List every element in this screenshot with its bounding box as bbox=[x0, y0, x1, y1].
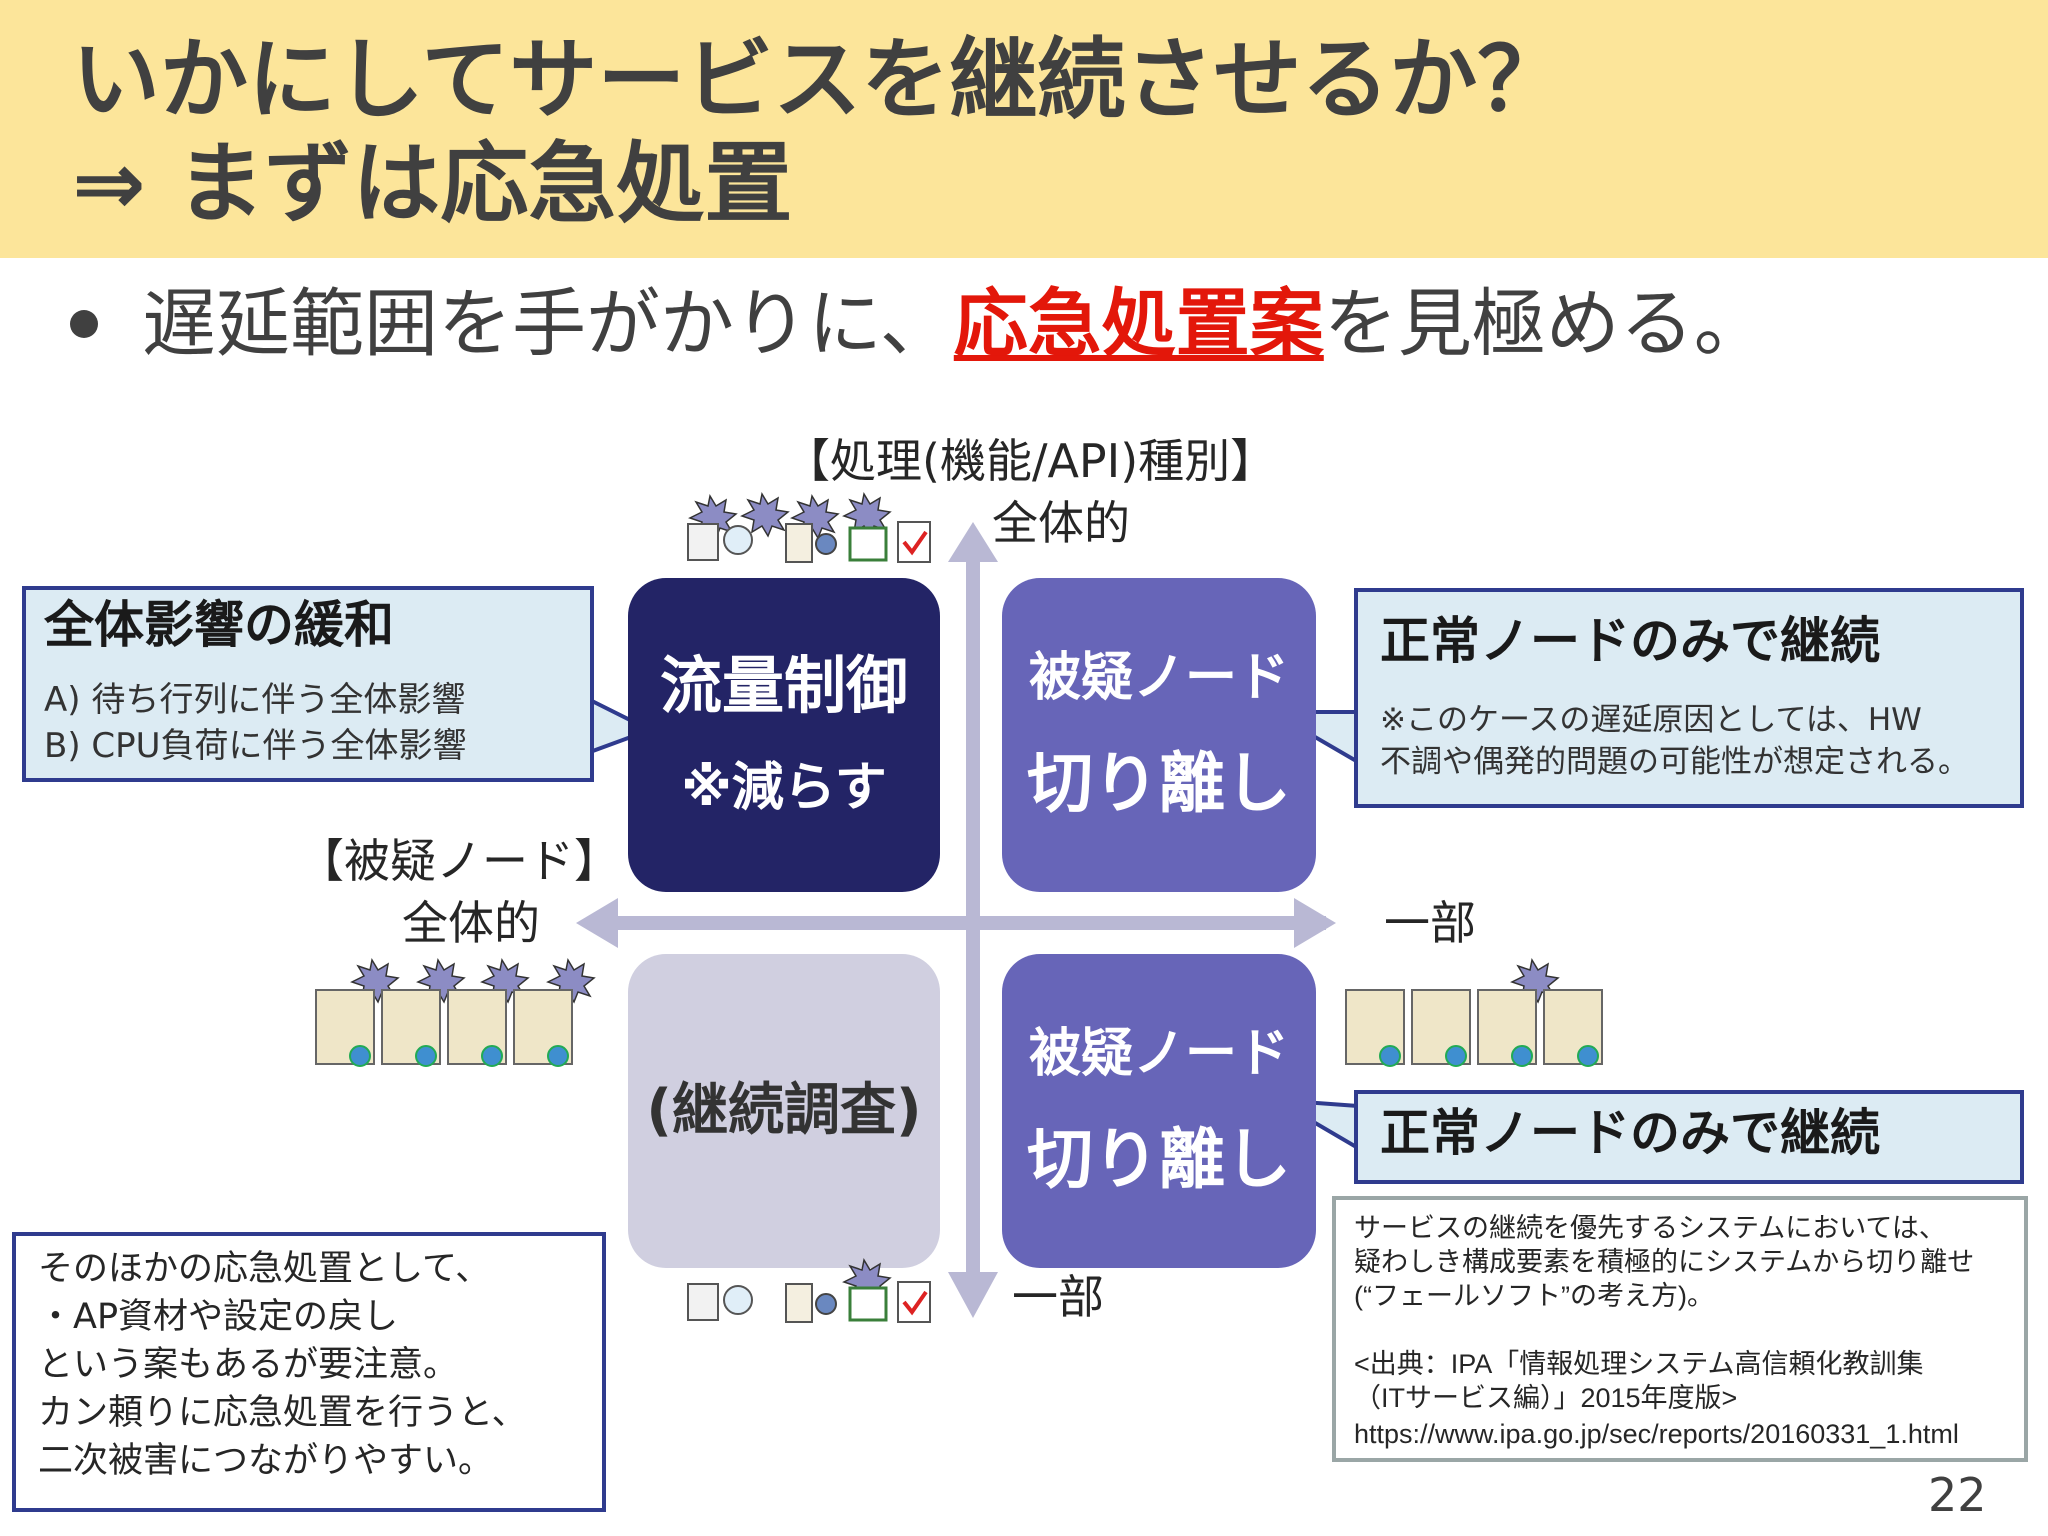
callout-right-top-title: 正常ノードのみで継続 bbox=[1380, 612, 1880, 670]
server-icons-partial-affected bbox=[1345, 957, 1603, 1067]
note-line-1: そのほかの応急処置として、 bbox=[38, 1249, 491, 1289]
burst-icon bbox=[688, 491, 892, 540]
globe-icon bbox=[1379, 1045, 1599, 1067]
source-line-6: （ITサービス編）」2015年度版> bbox=[1354, 1383, 1738, 1413]
vertical-axis-top-label: 全体的 bbox=[992, 496, 1130, 550]
document-icon bbox=[687, 1281, 931, 1323]
api-icons-partial-affected bbox=[687, 1257, 931, 1323]
vertical-axis-arrow-down bbox=[948, 1272, 998, 1318]
note-other-measures: そのほかの応急処置として、 ・AP資材や設定の戻し という案もあるが要注意。 カ… bbox=[12, 1232, 606, 1512]
callout-right-bottom-title: 正常ノードのみで継続 bbox=[1380, 1104, 1880, 1162]
bullet-point: 遅延範囲を手がかりに、応急処置案を見極める。 bbox=[70, 280, 1768, 369]
quadrant-br-title: 被疑ノード bbox=[1028, 1023, 1289, 1084]
callout-left-line-2: B) CPU負荷に伴う全体影響 bbox=[44, 726, 467, 766]
bullet-highlight: 応急処置案 bbox=[953, 281, 1324, 367]
quadrant-tl-title: 流量制御 bbox=[659, 649, 908, 723]
source-line-5: <出典：IPA「情報処理システム高信頼化教訓集 bbox=[1354, 1349, 1924, 1379]
horizontal-axis-arrow-left bbox=[576, 898, 618, 948]
vertical-axis-arrow-up bbox=[948, 522, 998, 562]
note-line-5: 二次被害につながりやすい。 bbox=[38, 1441, 494, 1481]
document-icon bbox=[687, 521, 931, 563]
note-line-2: ・AP資材や設定の戻し bbox=[38, 1297, 399, 1337]
horizontal-axis-arrow-right bbox=[1294, 898, 1336, 948]
quadrant-br-subtitle: 切り離し bbox=[1027, 1120, 1291, 1198]
callout-global-impact: 全体影響の緩和 A) 待ち行列に伴う全体影響 B) CPU負荷に伴う全体影響 bbox=[22, 586, 594, 782]
quadrant-tl-subtitle: ※減らす bbox=[681, 757, 887, 818]
server-icons-all-affected bbox=[315, 957, 596, 1067]
bullet-dot-icon bbox=[70, 310, 98, 339]
page-number: 22 bbox=[1928, 1468, 1987, 1522]
note-line-3: という案もあるが要注意。 bbox=[38, 1345, 459, 1385]
horizontal-axis-line bbox=[616, 916, 1326, 930]
horizontal-axis-left-label: 全体的 bbox=[402, 896, 540, 950]
slide-title-line-2: ⇒ まずは応急処置 bbox=[72, 132, 793, 235]
callout-right-top-line-1: ※このケースの遅延原因としては、HW bbox=[1380, 702, 1922, 738]
quadrant-bl-title: (継続調査) bbox=[646, 1077, 922, 1143]
quadrant-isolate-node-bottom: 被疑ノード 切り離し bbox=[1002, 954, 1316, 1268]
note-line-4: カン頼りに応急処置を行うと、 bbox=[38, 1393, 527, 1433]
quadrant-flow-control: 流量制御 ※減らす bbox=[628, 578, 940, 892]
globe-icon bbox=[349, 1045, 569, 1067]
bullet-text-after: を見極める。 bbox=[1323, 281, 1768, 367]
vertical-axis-bottom-label: 一部 bbox=[1012, 1270, 1104, 1324]
source-line-1: サービスの継続を優先するシステムにおいては、 bbox=[1354, 1213, 1946, 1243]
callout-right-top-line-2: 不調や偶発的問題の可能性が想定される。 bbox=[1380, 744, 1969, 780]
horizontal-axis-title: 【被疑ノード】 bbox=[298, 834, 620, 888]
api-icons-all-affected bbox=[687, 491, 931, 563]
slide-title-line-1: いかにしてサービスを継続させるか？ bbox=[72, 28, 1566, 131]
quadrant-tr-subtitle: 切り離し bbox=[1027, 744, 1291, 822]
callout-left-line-1: A) 待ち行列に伴う全体影響 bbox=[44, 680, 466, 720]
quadrant-isolate-node-top: 被疑ノード 切り離し bbox=[1002, 578, 1316, 892]
quadrant-continue-investigation: (継続調査) bbox=[628, 954, 940, 1268]
title-band: いかにしてサービスを継続させるか？ ⇒ まずは応急処置 bbox=[0, 0, 2048, 258]
horizontal-axis-right-label: 一部 bbox=[1384, 896, 1476, 950]
callout-left-title: 全体影響の緩和 bbox=[44, 596, 394, 654]
source-url[interactable]: https://www.ipa.go.jp/sec/reports/201603… bbox=[1354, 1419, 1959, 1449]
source-reference-box: サービスの継続を優先するシステムにおいては、 疑わしき構成要素を積極的にシステム… bbox=[1332, 1196, 2028, 1462]
vertical-axis-title: 【処理(機能/API)種別】 bbox=[784, 434, 1277, 488]
source-line-3: (“フェールソフト”の考え方)。 bbox=[1354, 1281, 1714, 1311]
callout-healthy-nodes-top: 正常ノードのみで継続 ※このケースの遅延原因としては、HW 不調や偶発的問題の可… bbox=[1354, 588, 2024, 808]
bullet-text-before: 遅延範囲を手がかりに、 bbox=[142, 281, 954, 367]
callout-healthy-nodes-bottom: 正常ノードのみで継続 bbox=[1354, 1090, 2024, 1184]
source-line-2: 疑わしき構成要素を積極的にシステムから切り離せ bbox=[1354, 1247, 1975, 1277]
quadrant-tr-title: 被疑ノード bbox=[1028, 647, 1289, 708]
